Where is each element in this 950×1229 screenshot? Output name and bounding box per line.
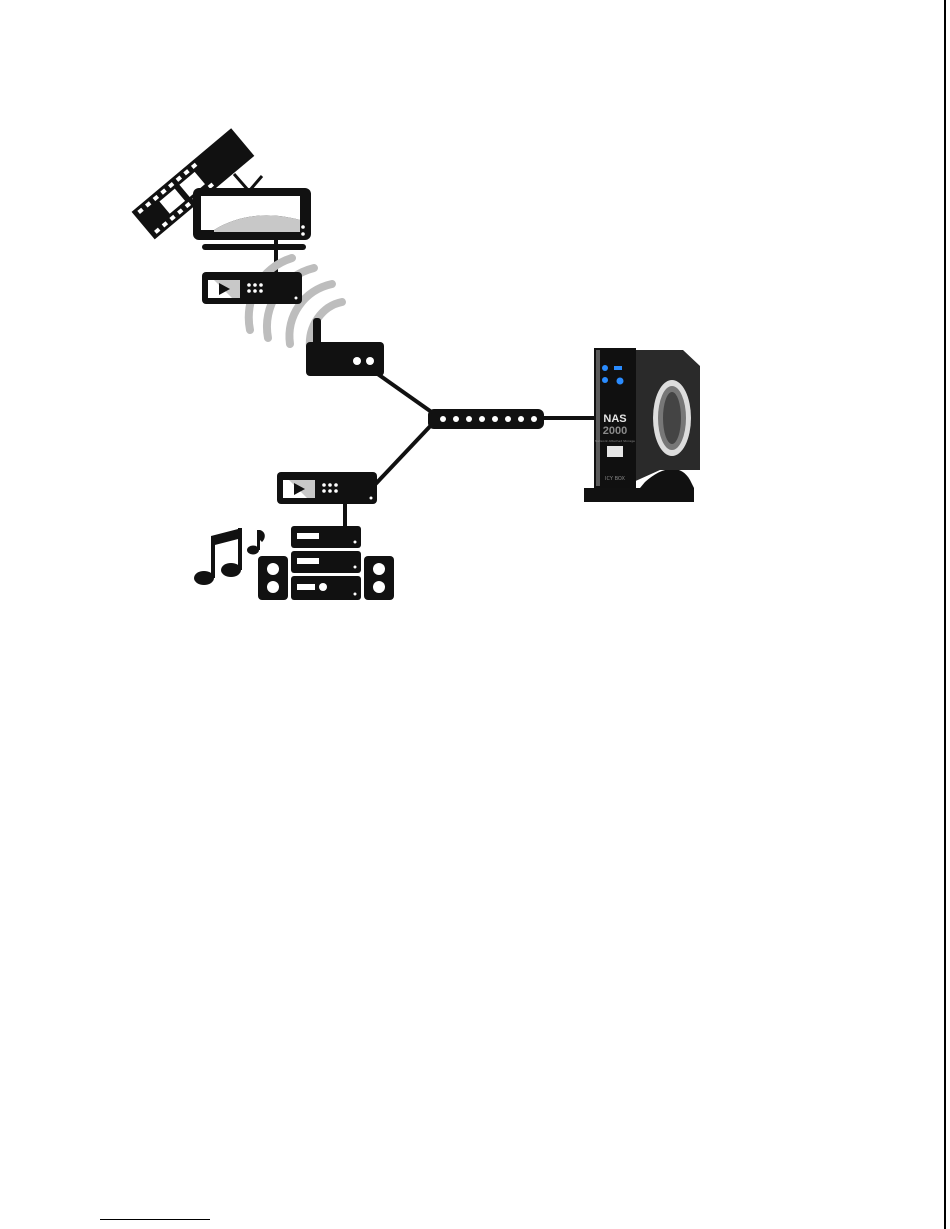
music-notes-icon <box>194 528 265 585</box>
nas-brand-line1: NAS <box>603 413 626 425</box>
speaker-icon <box>258 556 288 600</box>
media-player-icon <box>277 472 377 504</box>
nas-maker: ICY BOX <box>605 476 625 482</box>
footnote-rule <box>100 1219 210 1220</box>
nas-tagline: Network Attached Storage <box>595 439 635 443</box>
media-player-icon <box>202 272 302 304</box>
link-switch-player <box>368 420 436 492</box>
speaker-icon <box>364 556 394 600</box>
wireless-router-icon <box>306 318 384 376</box>
page-right-border <box>944 0 946 1229</box>
stereo-system-icon <box>291 526 361 600</box>
nas-brand-line2: 2000 <box>603 425 627 437</box>
network-switch-icon <box>428 409 544 429</box>
nas-device-icon: NAS 2000 Network Attached Storage ICY BO… <box>584 348 700 502</box>
